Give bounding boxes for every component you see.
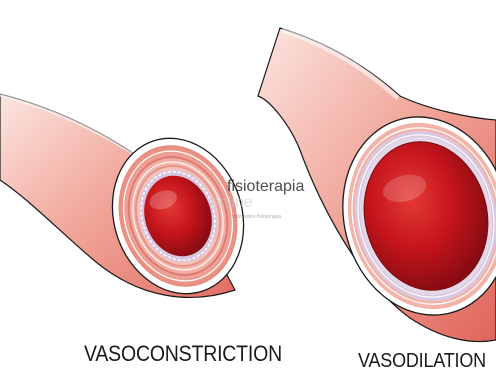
watermark-tagline: todo sobre fisioterapia [232,214,281,220]
vasoconstriction-label: VASOCONSTRICTION [84,342,282,368]
vasodilation-label: VASODILATION [358,349,486,371]
watermark-sub: online [210,194,253,212]
